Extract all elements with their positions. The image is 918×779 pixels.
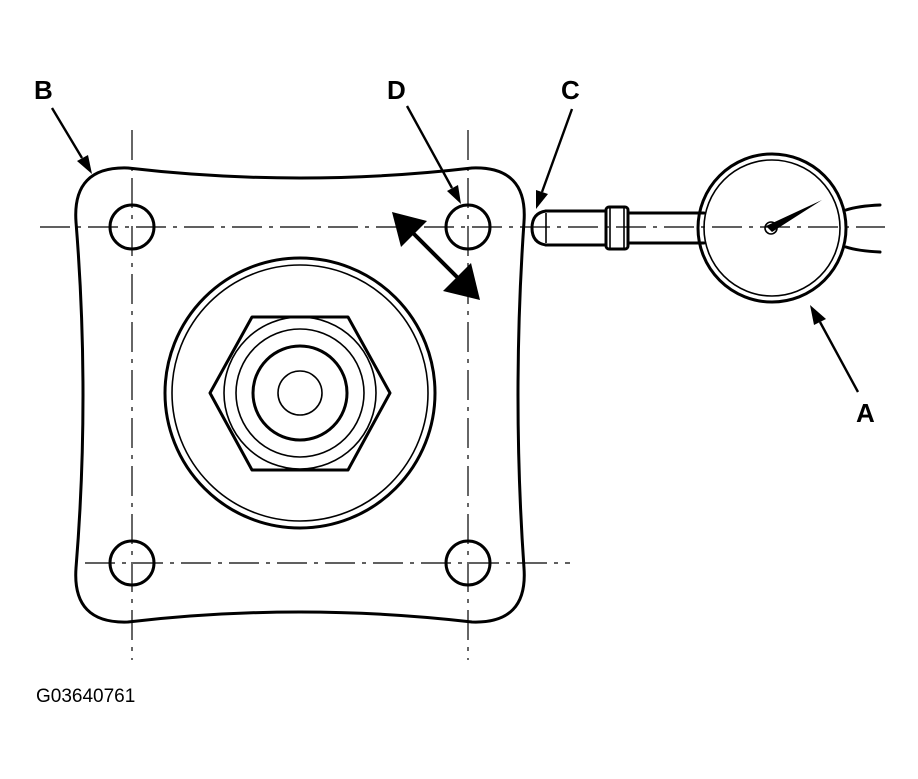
bolt-hole-bottom-left — [108, 539, 156, 587]
hub-flange — [74, 166, 526, 624]
callout-c: C — [561, 75, 580, 105]
center-lines — [40, 130, 885, 660]
bolt-hole-bottom-right — [444, 539, 492, 587]
leader-lines — [50, 105, 860, 393]
bolt-hole-top-left — [108, 203, 156, 251]
hub-center — [163, 256, 437, 530]
callout-d: D — [387, 75, 406, 105]
callout-a: A — [856, 398, 875, 428]
bolt-hole-top-right — [444, 203, 492, 251]
dial-indicator — [530, 152, 882, 304]
direction-arrow — [392, 212, 480, 300]
callout-b: B — [34, 75, 53, 105]
figure-id: G03640761 — [36, 686, 135, 707]
